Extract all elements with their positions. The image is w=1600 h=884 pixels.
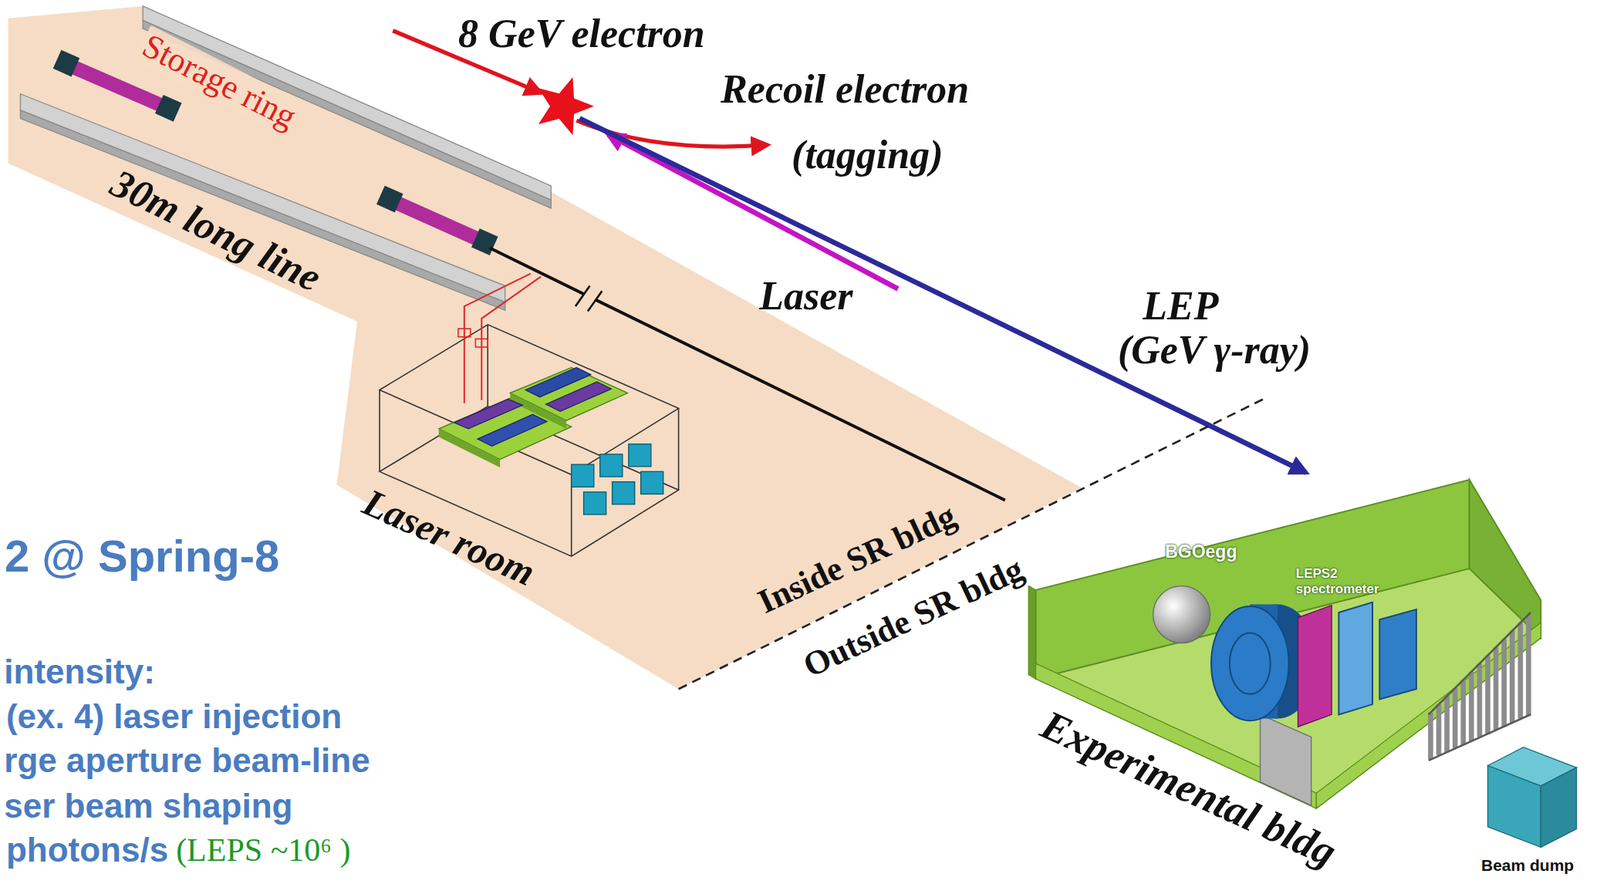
laser-path [481,276,541,401]
spectrometer-magnet [1211,606,1290,721]
bullet-text: (ex. 4) laser injection [6,697,342,737]
ring-magnet [380,195,399,204]
beam-dump-block [1540,767,1577,848]
collision-star [538,77,595,136]
beam-label: Laser [759,273,853,320]
comparison-note: (LEPS ~10⁶ ) [175,831,351,869]
power-supply [600,454,623,477]
optical-table [509,367,628,421]
ring-magnet [475,237,494,247]
beam-label: (tagging) [791,131,943,179]
line-break-mark [575,286,602,312]
power-supply [583,492,607,515]
bullet-text: ser beam shaping [3,786,293,827]
beam-label: 8 GeV electron [458,10,706,58]
bgoegg-detector: BGOegg [1151,536,1243,649]
laser-room: Laser room [351,318,689,615]
mirror [458,328,471,338]
building-wall [1028,586,1036,679]
building-door [1260,714,1312,806]
detector-panel [1338,602,1373,716]
bullet-text: rge aperture beam-line [3,741,370,781]
dump-label: Beam dump [1481,856,1574,875]
bullet-text: photons/s [6,830,169,871]
detector-label: BGOegg [1164,540,1237,561]
detector-panel [1379,609,1417,699]
mirror [475,338,488,348]
building-label: Experimental bldg [1033,700,1344,877]
detector-label: LEPS2 spectrometer [1296,566,1391,597]
slide-title: 2 @ Spring-8 [4,530,280,583]
gamma-beam [579,118,1307,473]
laser-path [464,273,531,404]
power-supply [612,482,635,505]
ring-magnet [392,201,480,240]
bullet-text: intensity: [3,651,156,692]
shield-fence [1428,612,1531,761]
ring-magnet [57,59,76,68]
laser-unit [477,414,547,446]
power-supply [571,464,595,487]
ring-magnet [158,104,178,113]
detector-panel [1297,605,1332,727]
beam-label: Recoil electron [720,67,969,114]
room-label: Laser room [356,480,542,596]
beam-dump: Beam dump [1481,741,1584,881]
power-supply [641,471,664,494]
beam-dump-block [1488,765,1542,848]
sr-floor [8,6,1082,689]
beam-label: LEP [1142,283,1219,330]
spectrometer: LEPS2 spectrometer [1287,563,1431,716]
spectrometer-magnet [1229,632,1271,694]
beam-label: (GeV γ-ray) [1117,327,1311,374]
shield-wall [20,110,505,311]
experimental-building: Experimental bldg BGOeggLEPS2 spectromete… [1005,471,1587,881]
ring-magnet [69,65,164,107]
power-supply [628,444,652,467]
bgoegg-calorimeter [1153,586,1211,644]
laser-unit [546,381,612,412]
